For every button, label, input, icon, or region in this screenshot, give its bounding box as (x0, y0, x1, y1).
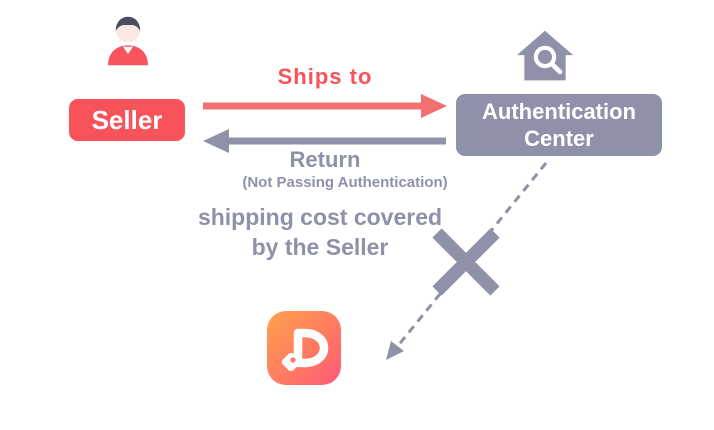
person-icon (99, 10, 157, 68)
seller-node: Seller (69, 99, 185, 141)
app-logo-d-glyph (281, 328, 329, 372)
shipping-cost-note: shipping cost covered by the Seller (150, 202, 490, 262)
shipping-cost-line2: by the Seller (251, 234, 389, 260)
price-tag-icon (281, 352, 301, 372)
app-logo-icon (267, 311, 341, 385)
authentication-center-label-line1: Authentication (482, 99, 636, 124)
house-search-icon (514, 26, 576, 86)
ships-to-label: Ships to (277, 64, 373, 89)
return-label: Return (289, 147, 361, 172)
authentication-center-label-line2: Center (524, 126, 594, 151)
shipping-cost-line1: shipping cost covered (197, 204, 443, 230)
return-note-label: (Not Passing Authentication) (242, 174, 448, 191)
ships-to-arrow (203, 94, 447, 118)
seller-label: Seller (91, 104, 163, 135)
authentication-center-node: Authentication Center (456, 94, 662, 156)
